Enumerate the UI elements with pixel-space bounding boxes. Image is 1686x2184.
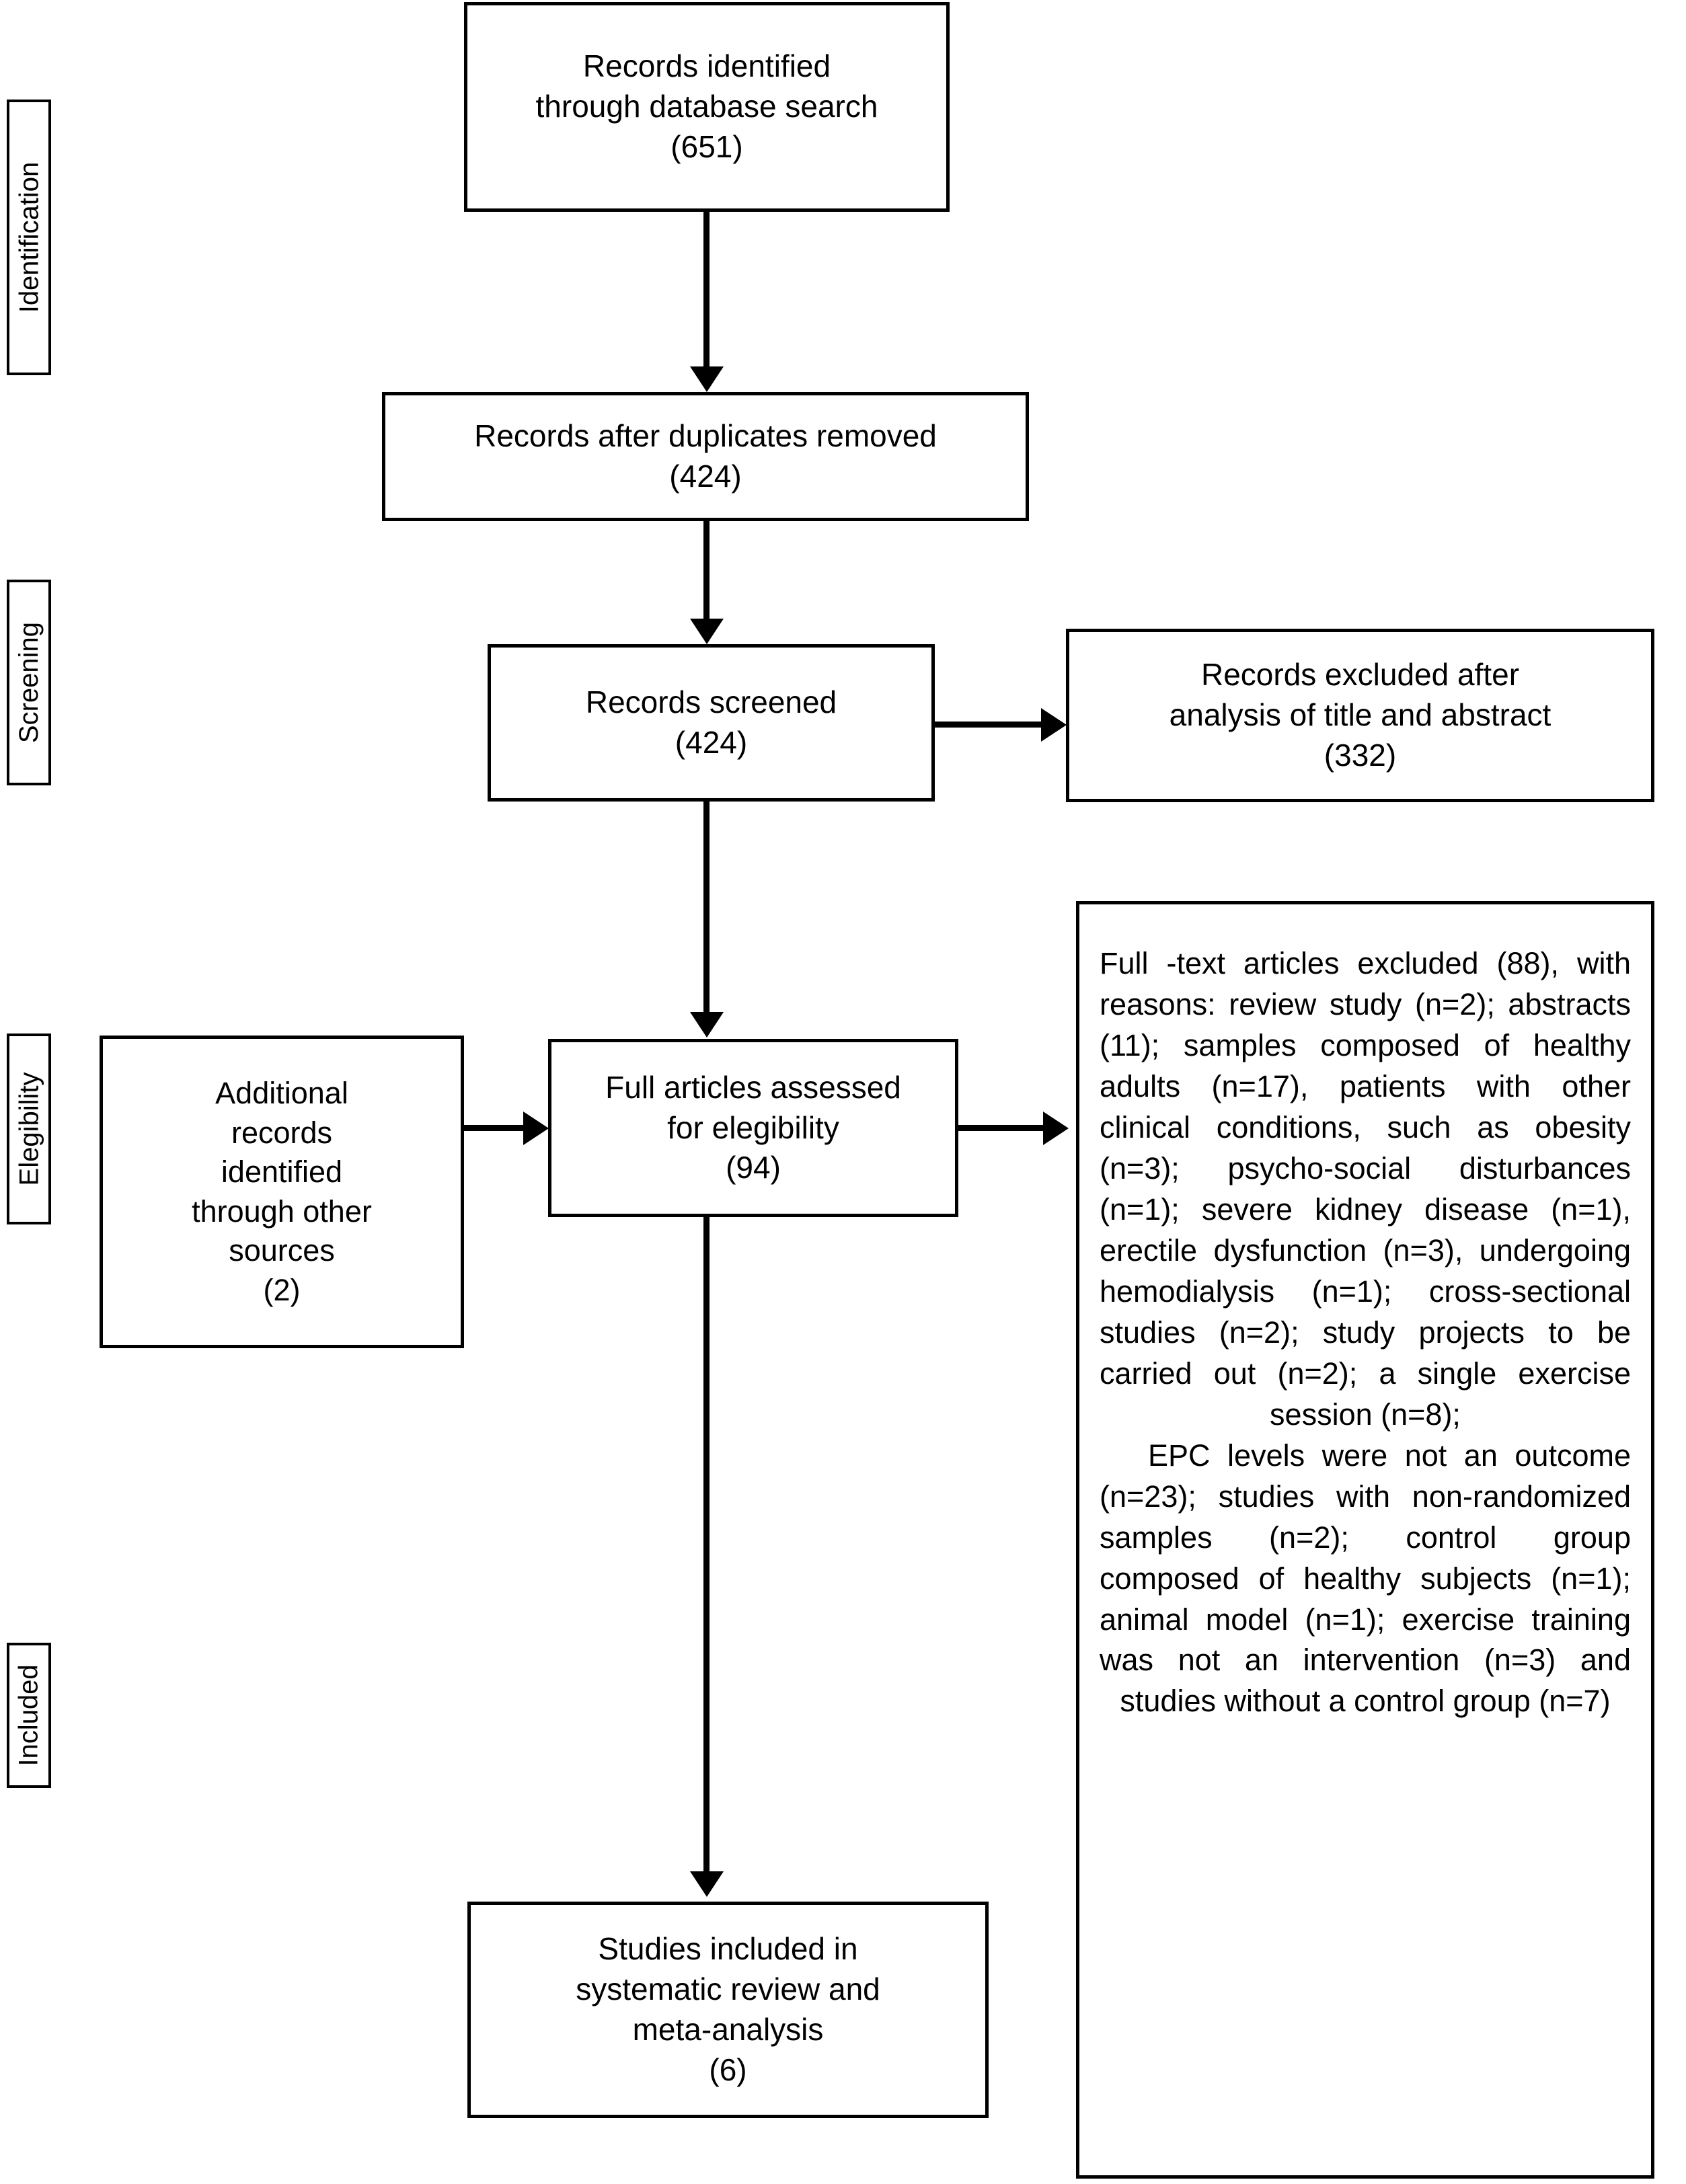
stage-label-identification: Identification [7, 100, 51, 375]
stage-label-included: Included [7, 1643, 51, 1788]
connector-screened-to-excluded [935, 722, 1042, 728]
arrowhead-screened-to-fulltext [690, 1012, 724, 1038]
connector-identified-to-duplicates [703, 212, 710, 368]
records-identified-line1: Records identified [582, 48, 831, 84]
duplicates-removed-line1: Records after duplicates removed [474, 418, 937, 454]
connector-duplicates-to-screened [703, 521, 710, 620]
connector-additional-to-fulltext [464, 1125, 525, 1131]
box-additional-records: Additional records identified through ot… [100, 1036, 464, 1348]
full-articles-line1: Full articles assessed [605, 1069, 901, 1105]
additional-records-count: (2) [263, 1272, 301, 1307]
arrowhead-identified-to-duplicates [690, 366, 724, 392]
stage-label-eligibility-text: Elegibility [14, 1072, 44, 1186]
arrowhead-screened-to-excluded [1041, 708, 1067, 742]
arrowhead-fulltext-to-included [690, 1871, 724, 1897]
records-identified-line2: through database search [535, 89, 878, 124]
connector-screened-to-fulltext [703, 802, 710, 1013]
full-articles-count: (94) [726, 1150, 781, 1185]
additional-records-line2: records [231, 1115, 333, 1150]
full-articles-line2: for elegibility [667, 1109, 839, 1145]
studies-included-line2: systematic review and [576, 1972, 880, 2007]
box-records-excluded: Records excluded after analysis of title… [1066, 629, 1654, 802]
box-records-identified: Records identified through database sear… [464, 2, 950, 212]
records-identified-count: (651) [670, 128, 743, 164]
exclusion-reasons-paragraph-1: Full -text articles excluded (88), with … [1100, 946, 1631, 1432]
additional-records-line4: through other [192, 1194, 372, 1228]
connector-fulltext-to-included [703, 1217, 710, 1873]
stage-label-screening: Screening [7, 580, 51, 785]
connector-fulltext-to-exclusion [958, 1125, 1044, 1131]
box-studies-included: Studies included in systematic review an… [467, 1902, 989, 2118]
stage-label-eligibility: Elegibility [7, 1034, 51, 1224]
stage-label-screening-text: Screening [14, 621, 44, 744]
records-screened-line1: Records screened [585, 685, 837, 720]
records-excluded-line1: Records excluded after [1200, 657, 1520, 693]
stage-label-included-text: Included [14, 1664, 44, 1766]
arrowhead-duplicates-to-screened [690, 619, 724, 644]
studies-included-count: (6) [709, 2052, 747, 2087]
records-excluded-count: (332) [1324, 737, 1397, 773]
box-full-articles-assessed: Full articles assessed for elegibility (… [548, 1039, 958, 1217]
studies-included-line3: meta-analysis [632, 2012, 824, 2047]
arrowhead-additional-to-fulltext [523, 1112, 549, 1145]
records-excluded-line2: analysis of title and abstract [1169, 697, 1551, 733]
box-exclusion-reasons: Full -text articles excluded (88), with … [1076, 901, 1654, 2179]
arrowhead-fulltext-to-exclusion [1043, 1112, 1069, 1145]
additional-records-line1: Additional [215, 1076, 348, 1110]
box-records-screened: Records screened (424) [488, 644, 935, 802]
exclusion-reasons-paragraph-2: EPC levels were not an outcome (n=23); s… [1100, 1438, 1631, 1719]
duplicates-removed-count: (424) [669, 459, 742, 494]
records-screened-count: (424) [675, 725, 748, 760]
additional-records-line3: identified [221, 1155, 343, 1189]
studies-included-line1: Studies included in [598, 1931, 858, 1967]
additional-records-line5: sources [229, 1233, 335, 1268]
stage-label-identification-text: Identification [14, 161, 44, 313]
box-duplicates-removed: Records after duplicates removed (424) [382, 392, 1029, 521]
